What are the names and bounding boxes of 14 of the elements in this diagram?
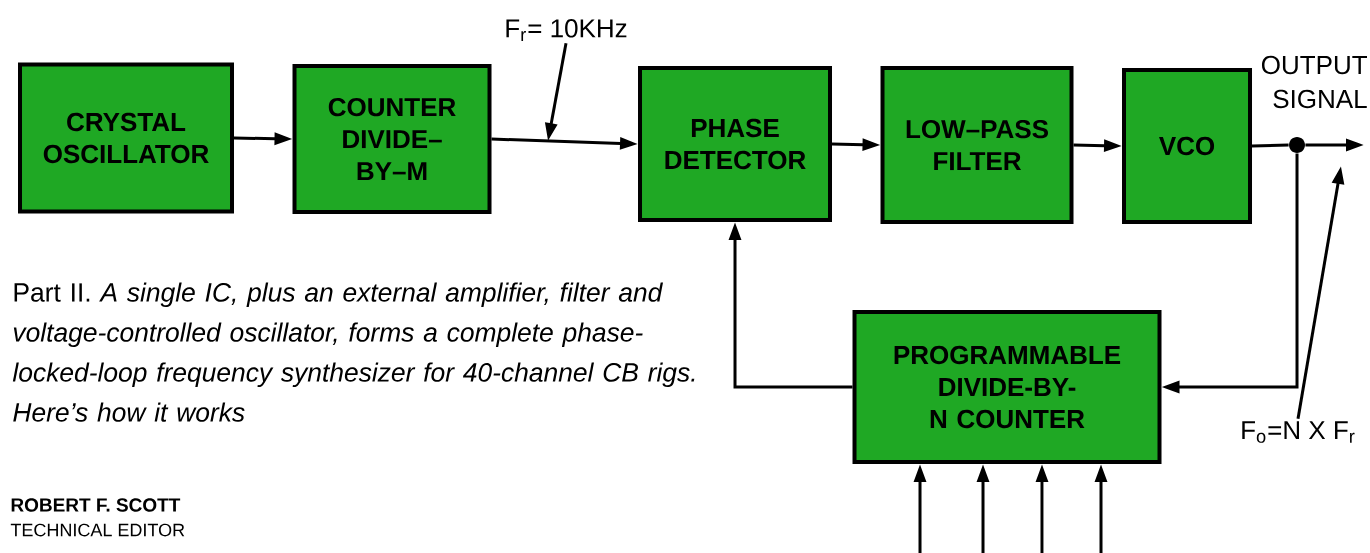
author-name: ROBERT F. SCOTT bbox=[11, 498, 181, 512]
junction-dot bbox=[1289, 137, 1305, 153]
process-box: PROGRAMMABLE DIVIDE-BY-N COUNTER bbox=[852, 310, 1162, 464]
process-box: LOW–PASS FILTER bbox=[880, 66, 1074, 224]
author-title: TECHNICAL EDITOR bbox=[10, 523, 185, 537]
signal-label: F$_{o}$=N X F$_{r}$ bbox=[1242, 421, 1355, 443]
process-box: VCO bbox=[1122, 68, 1252, 224]
output-label: OUTPUT SIGNAL bbox=[1261, 55, 1367, 109]
caption-text: Part II. A single IC, plus an external amplifier, filter and voltage-controlled oscillator, forms a complete phase-locked-loop frequency synthesizer for 40-channel CB rigs. Here’s how it works bbox=[12, 282, 695, 422]
process-box: COUNTER DIVIDE– BY–M bbox=[292, 64, 492, 214]
signal-line bbox=[1251, 143, 1289, 148]
process-box: CRYSTAL OSCILLATOR bbox=[18, 62, 234, 214]
signal-label: F$_{r}$= 10KHz bbox=[506, 19, 627, 41]
process-box: PHASE DETECTOR bbox=[638, 66, 832, 222]
